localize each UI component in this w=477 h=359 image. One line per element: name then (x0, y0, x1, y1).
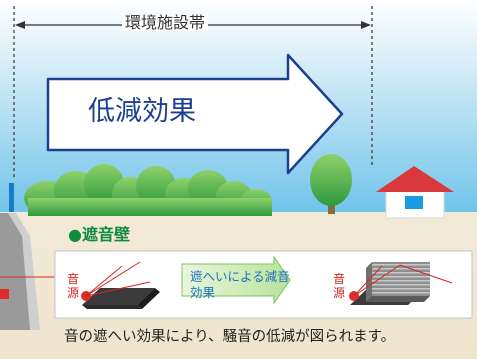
sound-source-label-right: 音源 (333, 272, 346, 300)
sound-source-label-left: 音源 (67, 272, 80, 300)
road-structure (0, 183, 58, 330)
band-label: 環境施設帯 (122, 15, 209, 31)
reduction-arrow (46, 53, 344, 175)
soundwall-heading: ●遮音壁 (68, 225, 130, 244)
shielding-effect-label: 遮へいによる減音効果 (190, 269, 290, 300)
tree-icon (310, 154, 352, 214)
effect-arrow (181, 255, 291, 305)
speaker-source-icon (81, 261, 160, 309)
sound-wall-icon (349, 262, 453, 305)
bushes (24, 164, 272, 216)
reduction-effect-label: 低減効果 (88, 96, 196, 127)
house-icon (376, 166, 454, 219)
caption: 音の遮へい効果により、騒音の低減が図られます。 (64, 329, 396, 345)
